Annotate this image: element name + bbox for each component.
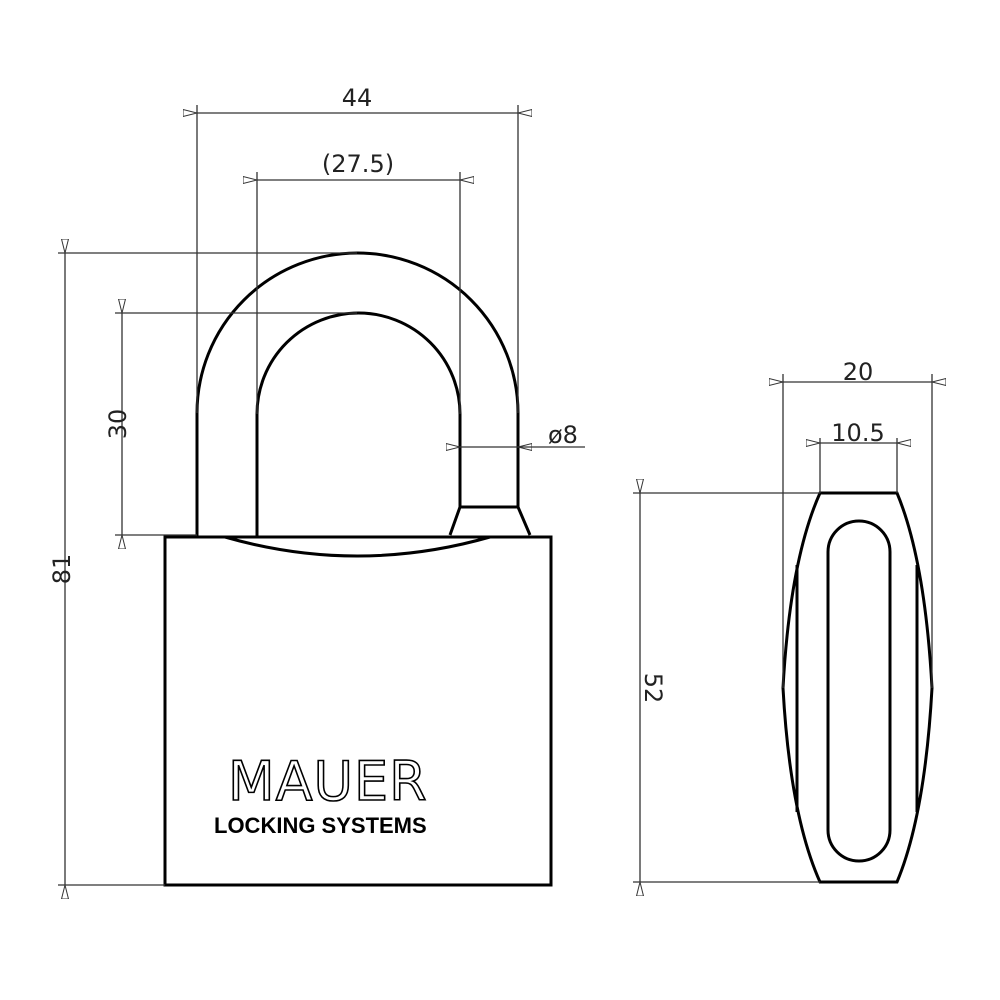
body-top-curve [224,535,491,558]
side-view [781,491,934,884]
front-view: MAUER LOCKING SYSTEMS [163,251,553,887]
brand-logo: MAUER [228,750,428,813]
dim-shackle-inner-width: (27.5) [322,150,394,178]
dim-shackle-diameter: ø8 [548,421,578,449]
dim-body-height: 52 [639,673,667,704]
side-dimensions: 20 10.5 52 [633,358,932,882]
front-dimensions: 44 (27.5) 81 30 ø8 [48,84,585,885]
dim-shackle-clearance: 30 [104,409,132,440]
shackle-inner [255,311,462,537]
side-body-outline [781,491,934,884]
dim-overall-width: 44 [342,84,373,112]
dim-overall-height: 81 [48,554,76,585]
dim-top-width: 10.5 [831,419,884,447]
brand-subtitle: LOCKING SYSTEMS [214,813,427,838]
shackle-outer [195,251,520,537]
lock-body [163,535,553,887]
shackle-collar [448,505,532,536]
side-slot [826,519,892,863]
dim-body-thickness: 20 [843,358,874,386]
